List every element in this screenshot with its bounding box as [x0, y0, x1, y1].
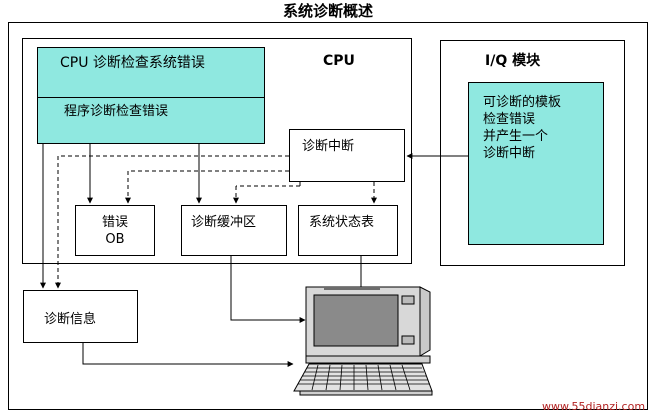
- io-desc-line-4: 诊断中断: [483, 146, 536, 161]
- cpu-label: CPU: [323, 53, 355, 69]
- diagnostic-info-box: 诊断信息: [23, 290, 138, 343]
- diagnostic-info-label: 诊断信息: [44, 312, 97, 327]
- io-module-description-box: 可诊断的模板 检查错误 并产生一个 诊断中断: [468, 82, 604, 245]
- program-error-text: 程序诊断检查错误: [64, 104, 169, 119]
- diagnostic-buffer-box: 诊断缓冲区: [181, 205, 287, 256]
- io-desc-line-3: 并产生一个: [483, 129, 549, 144]
- line-buffer-to-computer: [230, 256, 306, 323]
- io-desc-line-1: 可诊断的模板: [483, 95, 562, 110]
- diagnostic-interrupt-box: 诊断中断: [289, 129, 405, 182]
- error-ob-line1: 错误: [101, 215, 128, 230]
- io-desc-line-2: 检查错误: [483, 112, 536, 127]
- system-status-list-label: 系统状态表: [309, 215, 375, 230]
- cpu-error-box: CPU 诊断检查系统错误 程序诊断检查错误: [37, 47, 265, 144]
- system-status-list-box: 系统状态表: [298, 205, 398, 256]
- diagnostic-buffer-label: 诊断缓冲区: [191, 215, 257, 230]
- io-module-label: I/Q 模块: [485, 53, 541, 69]
- cpu-system-error-text: CPU 诊断检查系统错误: [60, 55, 205, 71]
- error-box-divider: [38, 97, 264, 98]
- programming-device-icon: [293, 286, 433, 396]
- diagram-title: 系统诊断概述: [282, 2, 373, 20]
- line-diaginfo-to-computer: [82, 343, 294, 367]
- error-ob-line2: OB: [105, 232, 125, 247]
- error-ob-box: 错误 OB: [75, 205, 155, 256]
- watermark-text: www.55dianzi.com: [542, 400, 646, 413]
- diagnostic-interrupt-label: 诊断中断: [302, 139, 355, 154]
